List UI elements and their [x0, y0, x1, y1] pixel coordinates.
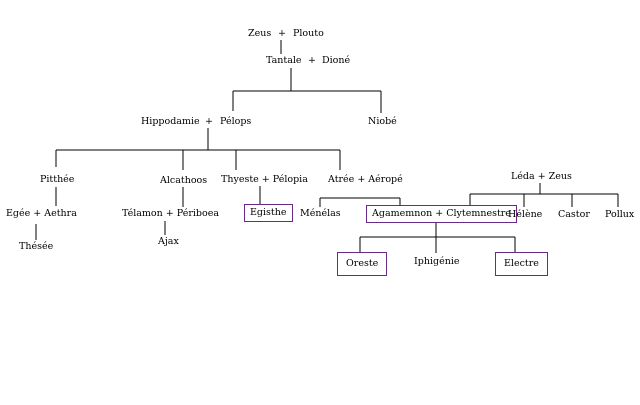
node-plouto: Plouto [293, 28, 324, 39]
node-oreste: Oreste [337, 252, 388, 276]
node-telamon-periboea: Télamon + Périboea [122, 208, 220, 219]
node-pollux: Pollux [605, 209, 635, 220]
node-thyeste-pelopia: Thyeste + Pélopia [221, 174, 308, 185]
plus-sign: + [205, 116, 213, 127]
node-electre: Electre [495, 252, 548, 276]
node-dione: Dioné [322, 55, 351, 66]
plus-sign: + [278, 28, 286, 39]
plus-sign: + [308, 55, 316, 66]
node-leda-zeus: Léda + Zeus [511, 171, 572, 182]
node-pelops: Pélops [220, 116, 252, 127]
node-tantale: Tantale [266, 55, 302, 66]
node-hippodamie: Hippodamie [141, 116, 200, 127]
node-zeus: Zeus [248, 28, 272, 39]
node-alcathoos: Alcathoos [160, 175, 208, 186]
node-niobe: Niobé [368, 116, 397, 127]
node-pitthee: Pitthée [40, 174, 75, 185]
node-helene: Hélène [508, 209, 543, 220]
node-ajax: Ajax [158, 236, 179, 247]
node-atree-aerope: Atrée + Aéropé [328, 174, 403, 185]
node-menelas: Ménélas [300, 208, 341, 219]
node-thesee: Thésée [19, 241, 54, 252]
node-castor: Castor [558, 209, 590, 220]
node-egisthe: Egisthe [244, 204, 293, 222]
node-egee-aethra: Egée + Aethra [6, 208, 77, 219]
node-agamemnon-clytemnestre: Agamemnon + Clytemnestre [366, 205, 517, 223]
node-iphigenie: Iphigénie [414, 256, 460, 267]
